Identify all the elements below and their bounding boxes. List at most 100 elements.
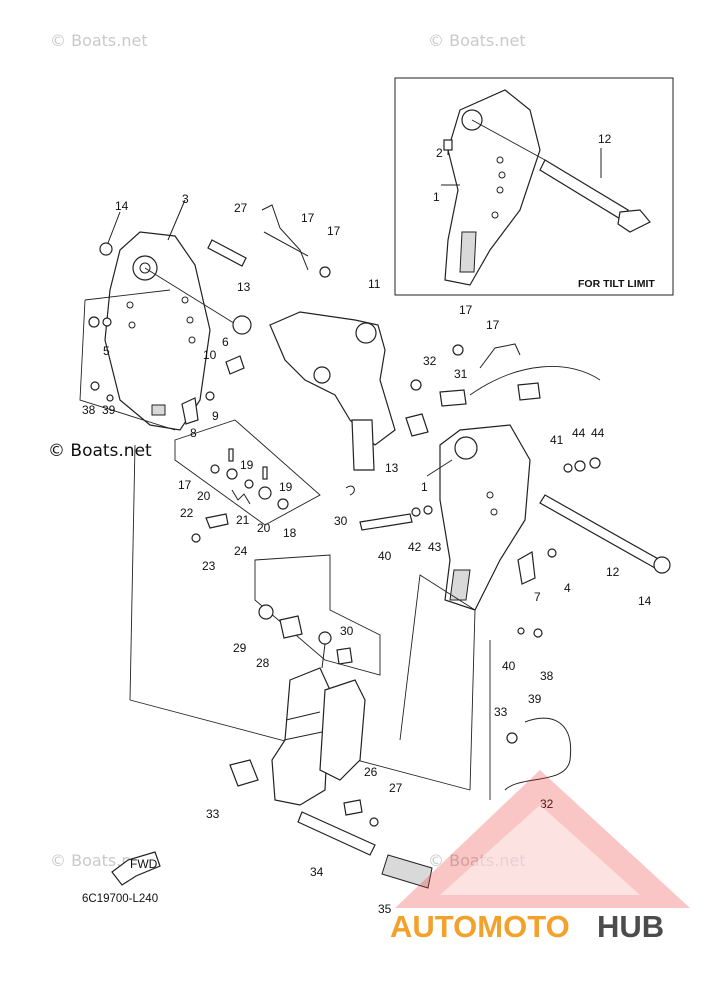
tilt-shaft	[539, 494, 661, 569]
automotohub-logo: AUTOMOTO HUB	[390, 770, 690, 944]
bushing	[258, 604, 274, 620]
part-label: 32	[540, 797, 554, 811]
inset-bracket	[444, 89, 541, 286]
part-label: 34	[310, 865, 324, 879]
tilt-lever	[261, 204, 309, 271]
part-label: 7	[534, 590, 541, 604]
part-label: 13	[385, 461, 399, 475]
part-label: 23	[202, 559, 216, 573]
nut	[210, 464, 220, 474]
part-label: 32	[423, 354, 437, 368]
watermark: © Boats.net	[48, 441, 152, 461]
part-label: 33	[494, 705, 508, 719]
part-label: 30	[334, 514, 348, 528]
nut	[452, 344, 464, 356]
forward-arrow: FWD	[111, 851, 161, 886]
part-label: 26	[364, 765, 378, 779]
watermark: © Boats.net	[50, 31, 148, 50]
bolt	[359, 513, 413, 531]
spring	[231, 489, 251, 505]
part-label: 5	[103, 344, 110, 358]
part-label: 39	[102, 403, 116, 417]
bolt	[533, 628, 543, 638]
washer	[574, 460, 586, 472]
part-label: 8	[190, 426, 197, 440]
part-label: 31	[454, 367, 468, 381]
part-label: 38	[540, 669, 554, 683]
bushing	[232, 315, 252, 335]
part-label: 19	[279, 480, 293, 494]
part-label: 9	[212, 409, 219, 423]
bushing	[229, 759, 259, 787]
part-label: 10	[203, 348, 217, 362]
part-label: 22	[180, 506, 194, 520]
screw	[547, 548, 557, 558]
part-label: 14	[638, 594, 652, 608]
hose	[504, 717, 572, 791]
part-label: 42	[408, 540, 422, 554]
part-label: 1	[433, 190, 440, 204]
part-label: 35	[378, 902, 392, 916]
part-label: 24	[234, 544, 248, 558]
pin	[279, 615, 303, 639]
part-label: 17	[486, 318, 500, 332]
watermark: © Boats.net	[428, 31, 526, 50]
plate	[205, 513, 229, 529]
screw	[191, 533, 201, 543]
clip	[345, 485, 355, 496]
part-label: 2	[436, 146, 443, 160]
part-label: 18	[283, 526, 297, 540]
grommet	[517, 551, 536, 585]
logo-text-main: AUTOMOTO	[390, 909, 570, 944]
bolt	[410, 379, 422, 391]
part-label: 17	[178, 478, 192, 492]
lever	[479, 343, 521, 369]
part-label: 19	[240, 458, 254, 472]
washer	[88, 316, 100, 328]
grease-nipple	[225, 355, 245, 375]
part-label: 44	[591, 426, 605, 440]
bushing	[405, 413, 429, 437]
pin	[297, 811, 376, 856]
bolt	[90, 381, 100, 391]
washer	[517, 627, 525, 635]
screw	[102, 317, 112, 327]
part-label: 12	[606, 565, 620, 579]
washer	[226, 468, 238, 480]
part-label: 17	[459, 303, 473, 317]
part-label: 29	[233, 641, 247, 655]
tilt-limit-inset-box	[394, 77, 674, 296]
part-label: 38	[82, 403, 96, 417]
fwd-label: FWD	[130, 857, 158, 871]
bushing	[336, 647, 353, 665]
washer	[106, 394, 114, 402]
logo-text-hub: HUB	[597, 909, 664, 944]
part-label: 30	[340, 624, 354, 638]
pin	[262, 466, 268, 480]
bushing	[277, 498, 289, 510]
part-label: 12	[598, 132, 612, 146]
part-label: 4	[564, 581, 571, 595]
part-label: 17	[327, 224, 341, 238]
part-label: 17	[301, 211, 315, 225]
pin	[207, 239, 247, 267]
nut	[319, 266, 331, 278]
nut	[653, 556, 671, 574]
diagram-code: 6C19700-L240	[82, 893, 158, 905]
grommet	[181, 397, 199, 425]
part-label: 3	[182, 192, 189, 206]
part-label: 33	[206, 807, 220, 821]
part-label: 43	[428, 540, 442, 554]
screw	[369, 817, 379, 827]
part-label: 20	[197, 489, 211, 503]
part-label: 11	[368, 277, 381, 291]
plate	[343, 799, 363, 816]
part-label: 28	[256, 656, 270, 670]
screw	[244, 479, 254, 489]
part-label: 40	[378, 549, 392, 563]
part-label: 6	[222, 335, 229, 349]
part-label: 27	[389, 781, 403, 795]
part-label: 40	[502, 659, 516, 673]
pin	[228, 448, 234, 462]
